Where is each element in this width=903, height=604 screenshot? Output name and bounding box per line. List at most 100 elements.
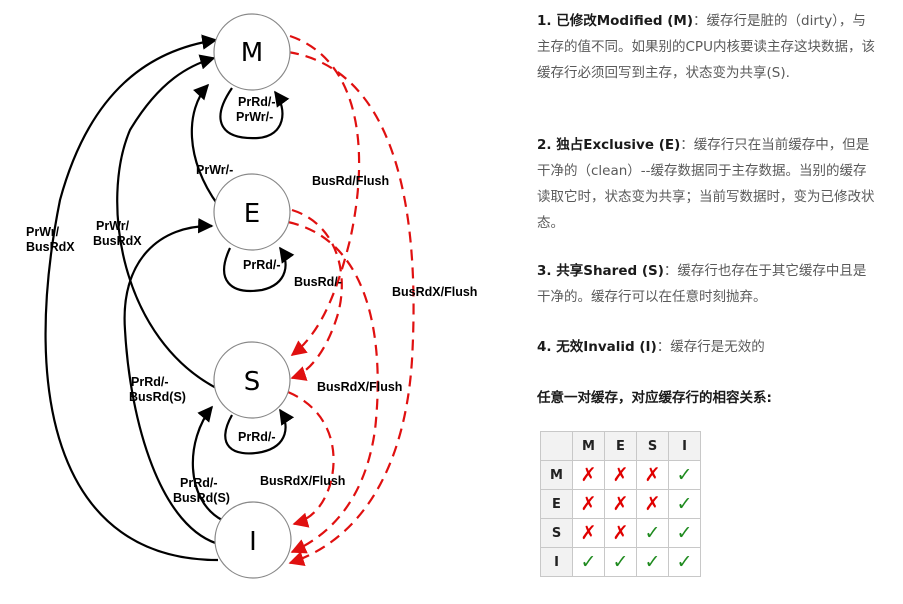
para-modified-body: ：缓存行是脏的（dirty），与主存的值不同。如果别的CPU内核要读主存这块数据… [537,13,875,81]
cell-s-i: ✓ [668,518,701,548]
table-heading: 任意一对缓存，对应缓存行的相容关系: [537,390,772,406]
label-i-to-s-2: BusRd(S) [173,491,230,505]
edge-e-to-i [287,220,379,554]
state-e-label: E [244,199,260,229]
label-i-to-e-2: BusRd(S) [129,390,186,404]
state-s: S [213,341,291,419]
row-header-i: I [540,547,573,577]
label-m-self-2: PrWr/- [236,110,273,124]
edge-i-to-e [123,218,223,547]
cross-mark-icon: ✗ [612,493,629,515]
cell-m-s: ✗ [636,460,669,490]
row-header-e: E [540,489,573,519]
cross-mark-icon: ✗ [580,522,597,544]
para-invalid-title: 4. 无效Invalid (I) [537,339,657,355]
cell-i-e: ✓ [604,547,637,577]
edge-s-to-m [116,54,221,391]
edge-m-self [219,87,290,140]
cross-mark-icon: ✗ [580,464,597,486]
row-header-s: S [540,518,573,548]
cell-s-e: ✗ [604,518,637,548]
label-i-to-m-2: BusRdX [26,240,75,254]
table-row-m: M ✗ ✗ ✗ ✓ [540,460,701,490]
para-invalid: 4. 无效Invalid (I)：缓存行是无效的 [537,334,877,360]
cell-e-e: ✗ [604,489,637,519]
label-i-to-e-1: PrRd/- [131,375,169,389]
cell-s-m: ✗ [572,518,605,548]
para-exclusive-title: 2. 独占Exclusive (E) [537,137,681,153]
table-header-row: M E S I [540,431,701,461]
col-header-m: M [572,431,605,461]
edge-m-to-i [287,50,415,566]
cell-m-m: ✗ [572,460,605,490]
edge-m-to-s [289,34,361,356]
state-s-label: S [244,367,261,397]
para-shared-body: ：缓存行也存在于其它缓存中且是干净的。缓存行可以在任意时刻抛弃。 [537,263,867,305]
edge-i-to-s [191,405,223,521]
cell-e-s: ✗ [636,489,669,519]
col-header-i: I [668,431,701,461]
cell-i-m: ✓ [572,547,605,577]
cell-e-m: ✗ [572,489,605,519]
label-s-to-i: BusRdX/Flush [260,474,345,488]
cell-e-i: ✓ [668,489,701,519]
cross-mark-icon: ✗ [612,522,629,544]
check-mark-icon: ✓ [644,551,661,573]
edge-s-self [224,408,295,455]
para-invalid-body: ：缓存行是无效的 [656,339,765,355]
check-mark-icon: ✓ [644,522,661,544]
state-m: M [213,13,291,91]
edge-s-to-i [287,390,335,528]
para-exclusive: 2. 独占Exclusive (E)：缓存行只在当前缓存中，但是干净的（clea… [537,132,877,236]
para-shared: 3. 共享Shared (S)：缓存行也存在于其它缓存中且是干净的。缓存行可以在… [537,258,877,310]
row-header-m: M [540,460,573,490]
state-i-label: I [249,527,257,557]
cross-mark-icon: ✗ [644,464,661,486]
edge-i-to-m [44,34,219,562]
label-s-to-m-1: PrWr/ [96,219,130,233]
label-m-self-1: PrRd/- [238,95,276,109]
para-exclusive-body: ：缓存行只在当前缓存中，但是干净的（clean）--缓存数据同于主存数据。当别的… [537,137,875,231]
cross-mark-icon: ✗ [644,493,661,515]
para-modified-title: 1. 已修改Modified (M) [537,13,694,29]
cross-mark-icon: ✗ [612,464,629,486]
cell-s-s: ✓ [636,518,669,548]
check-mark-icon: ✓ [580,551,597,573]
state-i: I [214,501,292,579]
check-mark-icon: ✓ [612,551,629,573]
check-mark-icon: ✓ [676,522,693,544]
col-header-s: S [636,431,669,461]
cell-i-i: ✓ [668,547,701,577]
mesi-state-diagram: M E S I PrRd/- PrWr/- PrWr/- BusRd/Flush… [26,13,477,579]
table-row-s: S ✗ ✗ ✓ ✓ [540,518,701,548]
label-e-to-s: BusRd/- [294,275,342,289]
compatibility-table: M E S I M ✗ ✗ ✗ ✓ E ✗ ✗ ✗ ✓ S ✗ ✗ ✓ ✓ I [540,431,701,577]
check-mark-icon: ✓ [676,493,693,515]
edge-e-to-m [190,83,219,206]
cell-m-i: ✓ [668,460,701,490]
label-e-to-m: PrWr/- [196,163,233,177]
table-row-i: I ✓ ✓ ✓ ✓ [540,547,701,577]
para-shared-title: 3. 共享Shared (S) [537,263,664,279]
edge-e-self [223,246,295,293]
table-corner-cell [540,431,573,461]
label-i-to-m-1: PrWr/ [26,225,60,239]
edge-e-to-s [290,208,343,381]
label-e-self: PrRd/- [243,258,281,272]
cell-m-e: ✗ [604,460,637,490]
label-i-to-s-1: PrRd/- [180,476,218,490]
col-header-e: E [604,431,637,461]
cross-mark-icon: ✗ [580,493,597,515]
state-e: E [213,173,291,251]
para-modified: 1. 已修改Modified (M)：缓存行是脏的（dirty），与主存的值不同… [537,8,877,86]
label-m-to-s: BusRd/Flush [312,174,389,188]
label-s-self: PrRd/- [238,430,276,444]
table-row-e: E ✗ ✗ ✗ ✓ [540,489,701,519]
state-m-label: M [241,38,263,68]
label-s-to-m-2: BusRdX [93,234,142,248]
label-e-to-i: BusRdX/Flush [317,380,402,394]
check-mark-icon: ✓ [676,464,693,486]
check-mark-icon: ✓ [676,551,693,573]
cell-i-s: ✓ [636,547,669,577]
label-m-to-i: BusRdX/Flush [392,285,477,299]
